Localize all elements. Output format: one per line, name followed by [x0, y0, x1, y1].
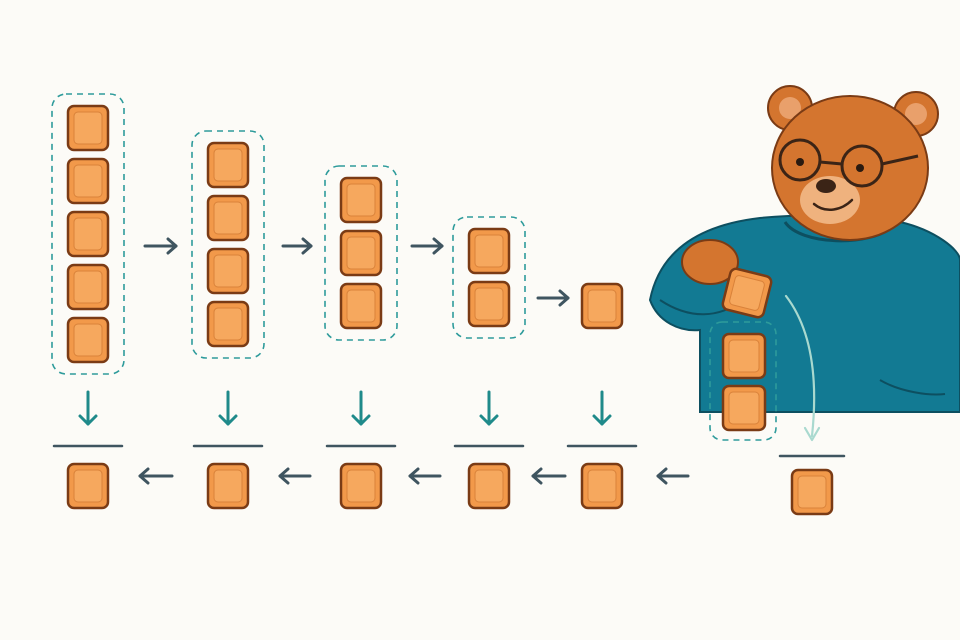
held-stack-block-2-face [728, 391, 760, 425]
output-block-3 [339, 462, 383, 510]
stage-3-block-3-face [346, 289, 376, 323]
bear-illustration [648, 85, 960, 413]
bear-mouth [812, 198, 854, 212]
stage-5-block-1 [580, 282, 624, 330]
stage-4-block-2-face [474, 287, 504, 321]
stage-2-block-3-face [213, 254, 243, 288]
stage-1-block-4-face [73, 270, 103, 304]
arrow-stage-3-to-4-head [432, 237, 444, 255]
arrow-left-1-head [138, 467, 150, 485]
diagram-elements [51, 93, 846, 516]
output-block-5 [580, 462, 624, 510]
glasses-arm [881, 154, 919, 166]
stage-2-block-2 [206, 194, 250, 242]
bear-nose [816, 179, 836, 193]
arrow-stage-2-to-3-head [301, 237, 313, 255]
stage-2-block-4-face [213, 307, 243, 341]
stage-1-block-1 [66, 104, 110, 152]
stage-2-block-1-face [213, 148, 243, 182]
bear-hand [681, 239, 739, 285]
stage-4-block-1-face [474, 234, 504, 268]
arrow-down-3-head [351, 414, 371, 426]
stage-1-block-4 [66, 263, 110, 311]
output-block-2-face [213, 469, 243, 503]
output-block-final [790, 468, 834, 516]
stage-1-block-2-face [73, 164, 103, 198]
drop-curve [784, 294, 816, 438]
stage-3-group-outline [324, 165, 398, 341]
bear-arm-crease [879, 379, 946, 396]
arrow-left-4-head [531, 467, 543, 485]
bear-muzzle [800, 176, 860, 224]
glasses-lens-left [778, 138, 822, 182]
output-block-final-face [797, 475, 827, 509]
output-block-3-face [346, 469, 376, 503]
stage-2-block-4 [206, 300, 250, 348]
stage-2-block-3 [206, 247, 250, 295]
bear-eye-right [856, 164, 864, 172]
bear-eye-left [796, 158, 804, 166]
stage-3-block-2 [339, 229, 383, 277]
arrow-stage-1-to-2-head [166, 237, 178, 255]
arrow-down-4-head [479, 414, 499, 426]
held-stack-block-2 [721, 384, 767, 432]
stage-2-block-1 [206, 141, 250, 189]
output-block-1-face [73, 469, 103, 503]
stage-1-block-3 [66, 210, 110, 258]
stage-5-block-1-face [587, 289, 617, 323]
held-stack-block-1 [721, 332, 767, 380]
stage-1-block-5-face [73, 323, 103, 357]
arrow-down-2-head [218, 414, 238, 426]
stage-3-block-1 [339, 176, 383, 224]
output-block-4 [467, 462, 511, 510]
arrow-left-3-head [408, 467, 420, 485]
stage-3-block-2-face [346, 236, 376, 270]
stage-4-block-1 [467, 227, 511, 275]
arrow-left-2-head [278, 467, 290, 485]
stage-3-block-1-face [346, 183, 376, 217]
stage-2-block-2-face [213, 201, 243, 235]
picked-block [721, 267, 773, 319]
output-block-4-face [474, 469, 504, 503]
arrow-left-5-head [656, 467, 668, 485]
stage-1-block-5 [66, 316, 110, 364]
output-block-1 [66, 462, 110, 510]
stage-2-group-outline [191, 130, 265, 359]
output-block-5-face [587, 469, 617, 503]
bear-head [771, 95, 929, 241]
stage-1-block-2 [66, 157, 110, 205]
output-block-2 [206, 462, 250, 510]
stage-3-block-3 [339, 282, 383, 330]
stage-4-group-outline [452, 216, 526, 339]
stage-1-block-1-face [73, 111, 103, 145]
bear-ear-left-inner [779, 97, 801, 119]
stage-1-block-3-face [73, 217, 103, 251]
held-stack-block-1-face [728, 339, 760, 373]
arrow-down-5-head [592, 414, 612, 426]
drop-curve-head [803, 426, 821, 442]
glasses-lens-right [840, 144, 884, 188]
bear-ear-right-inner [905, 103, 927, 125]
stage-4-block-2 [467, 280, 511, 328]
arrow-stage-4-to-5-head [558, 289, 570, 307]
arrow-down-1-head [78, 414, 98, 426]
picked-block-face [729, 275, 765, 311]
glasses-bridge [819, 160, 843, 166]
stage-1-group-outline [51, 93, 125, 375]
